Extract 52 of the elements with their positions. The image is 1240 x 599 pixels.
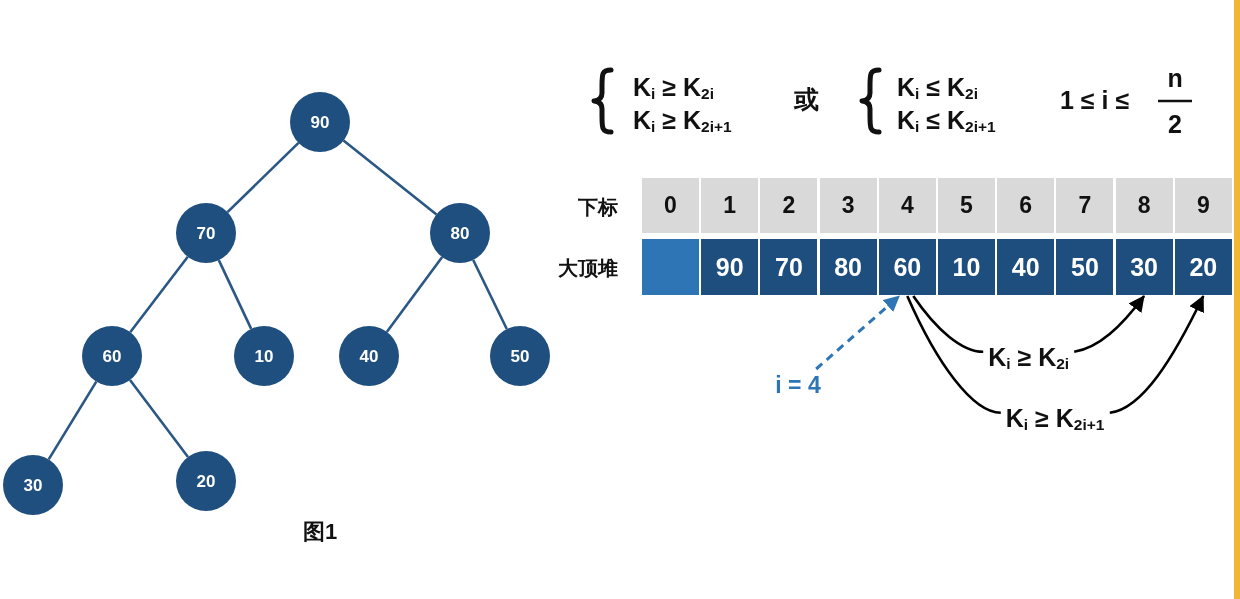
heap-node-circle: 40 bbox=[339, 326, 399, 386]
fraction-numerator: n bbox=[1167, 65, 1183, 93]
conjunction-word: 或 bbox=[793, 86, 819, 114]
empty-cell bbox=[642, 239, 699, 295]
value-cell: 60 bbox=[878, 239, 936, 295]
index-cell: 2 bbox=[760, 178, 818, 233]
heap-node-circle: 70 bbox=[176, 203, 236, 263]
tree-edge bbox=[47, 380, 98, 461]
value-cell: 20 bbox=[1174, 239, 1232, 295]
figure-caption: 图1 bbox=[303, 520, 338, 545]
tree-edge bbox=[128, 379, 190, 458]
inequality-text: K$_{i}$ ≥ K$_{2i}$ bbox=[633, 74, 714, 102]
tree-edge bbox=[342, 139, 438, 216]
curved-arrow bbox=[906, 294, 1205, 415]
dashed-arrow bbox=[815, 294, 901, 371]
heap-node-circle: 20 bbox=[176, 451, 236, 511]
tree-edge bbox=[472, 259, 508, 330]
index-cell: 9 bbox=[1174, 178, 1232, 233]
inequality-text: K$_{i}$ ≤ K$_{2i}$ bbox=[897, 74, 978, 102]
pointer-label: i = 4 bbox=[764, 369, 832, 401]
index-cell: 4 bbox=[878, 178, 936, 233]
value-cell: 10 bbox=[938, 239, 995, 295]
heap-node-circle: 30 bbox=[3, 455, 63, 515]
curved-arrow bbox=[912, 294, 1146, 354]
row-header: 下标 bbox=[578, 196, 618, 218]
fraction-denominator: 2 bbox=[1168, 111, 1182, 139]
tree-edge bbox=[129, 256, 189, 333]
value-cell: 50 bbox=[1056, 239, 1114, 295]
heap-node-circle: 60 bbox=[82, 326, 142, 386]
index-cell: 7 bbox=[1056, 178, 1114, 233]
index-cell: 8 bbox=[1115, 178, 1173, 233]
heap-node-circle: 80 bbox=[430, 203, 490, 263]
index-cell: 5 bbox=[938, 178, 995, 233]
inequality-text: K$_{i}$ ≥ K$_{2i+1}$ bbox=[633, 107, 732, 135]
tree-edge bbox=[217, 259, 253, 330]
value-cell: 40 bbox=[997, 239, 1055, 295]
value-cell: 30 bbox=[1115, 239, 1173, 295]
index-cell: 6 bbox=[997, 178, 1055, 233]
heap-node-circle: 50 bbox=[490, 326, 550, 386]
tree-edge bbox=[226, 141, 300, 214]
value-cell: 80 bbox=[819, 239, 877, 295]
heap-node-circle: 90 bbox=[290, 92, 350, 152]
inequality-text: K$_{i}$ ≤ K$_{2i+1}$ bbox=[897, 107, 996, 135]
value-cell: 70 bbox=[760, 239, 818, 295]
index-cell: 0 bbox=[642, 178, 699, 233]
range-condition: 1 ≤ i ≤ bbox=[1060, 87, 1130, 115]
index-cell: 1 bbox=[701, 178, 759, 233]
heap-node-circle: 10 bbox=[234, 326, 294, 386]
row-header: 大顶堆 bbox=[558, 257, 618, 279]
index-cell: 3 bbox=[819, 178, 877, 233]
tree-edge bbox=[385, 256, 444, 333]
value-cell: 90 bbox=[701, 239, 759, 295]
